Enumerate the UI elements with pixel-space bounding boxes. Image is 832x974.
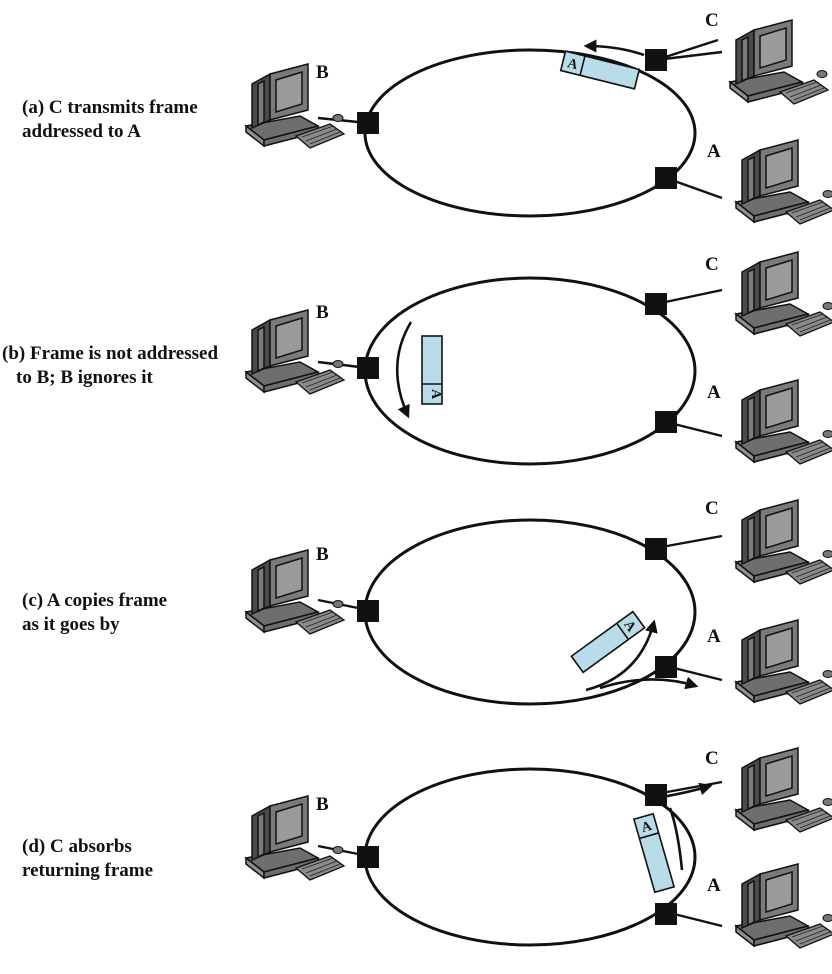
- flow-arrow-icon: [395, 321, 413, 419]
- panel-b: B C A A (b) Frame is not addressed to B;…: [2, 251, 832, 466]
- node-label-a: A: [707, 382, 721, 403]
- tap-a: [655, 411, 677, 433]
- caption-line-1: (a) C transmits frame: [22, 97, 198, 118]
- tap-b: [357, 112, 379, 134]
- caption-line-1: (b) Frame is not addressed: [2, 343, 218, 364]
- node-label-c: C: [705, 10, 719, 31]
- computer-c-icon: [729, 19, 829, 105]
- frame-address: A: [428, 389, 443, 400]
- computer-a-icon: [735, 139, 832, 225]
- copy-arrow-icon: [599, 676, 699, 690]
- frame-address: A: [566, 56, 580, 73]
- computer-b-icon: [245, 63, 345, 149]
- computer-c-icon: [735, 747, 832, 833]
- computer-b-icon: [245, 549, 345, 635]
- node-label-c: C: [705, 254, 719, 275]
- node-label-b: B: [316, 544, 329, 565]
- tap-b: [357, 600, 379, 622]
- flow-arrow-icon: [583, 39, 645, 57]
- node-label-b: B: [316, 794, 329, 815]
- caption-line-2: addressed to A: [22, 121, 141, 142]
- computer-b-icon: [245, 309, 345, 395]
- node-label-b: B: [316, 62, 329, 83]
- computer-a-icon: [735, 379, 832, 465]
- caption-line-2: returning frame: [22, 860, 153, 881]
- caption-line-2: as it goes by: [22, 614, 120, 635]
- tap-b: [357, 846, 379, 868]
- flow-arrow-icon: [668, 807, 684, 871]
- node-label-c: C: [705, 748, 719, 769]
- computer-c-icon: [735, 499, 832, 585]
- tap-c: [645, 784, 667, 806]
- caption-line-2: to B; B ignores it: [16, 367, 154, 388]
- node-label-a: A: [707, 875, 721, 896]
- tap-a: [655, 167, 677, 189]
- caption-line-1: (c) A copies frame: [22, 590, 167, 611]
- frame: A: [559, 50, 641, 90]
- caption-line-1: (d) C absorbs: [22, 836, 132, 857]
- frame: A: [632, 812, 676, 894]
- tap-c: [645, 538, 667, 560]
- panel-a: B C A A (a) C transmits frame addressed …: [22, 10, 832, 225]
- tap-c: [645, 49, 667, 71]
- tap-b: [357, 357, 379, 379]
- node-label-a: A: [707, 141, 721, 162]
- tap-a: [655, 903, 677, 925]
- frame: A: [421, 335, 443, 405]
- computer-a-icon: [735, 619, 832, 705]
- node-label-c: C: [705, 498, 719, 519]
- absorb-arrow-icon: [661, 782, 713, 799]
- frame: A: [570, 610, 646, 674]
- computer-a-icon: [735, 863, 832, 949]
- flow-arrow-icon: [585, 619, 658, 692]
- panel-c: B C A A (c) A copies frame as it goes by: [22, 498, 832, 706]
- ring: [363, 48, 697, 218]
- panel-d: B C A A (d) C absorbs returning frame: [22, 747, 832, 949]
- tap-a: [655, 656, 677, 678]
- computer-c-icon: [735, 251, 832, 337]
- node-label-a: A: [707, 626, 721, 647]
- node-label-b: B: [316, 302, 329, 323]
- computer-b-icon: [245, 795, 345, 881]
- tap-c: [645, 293, 667, 315]
